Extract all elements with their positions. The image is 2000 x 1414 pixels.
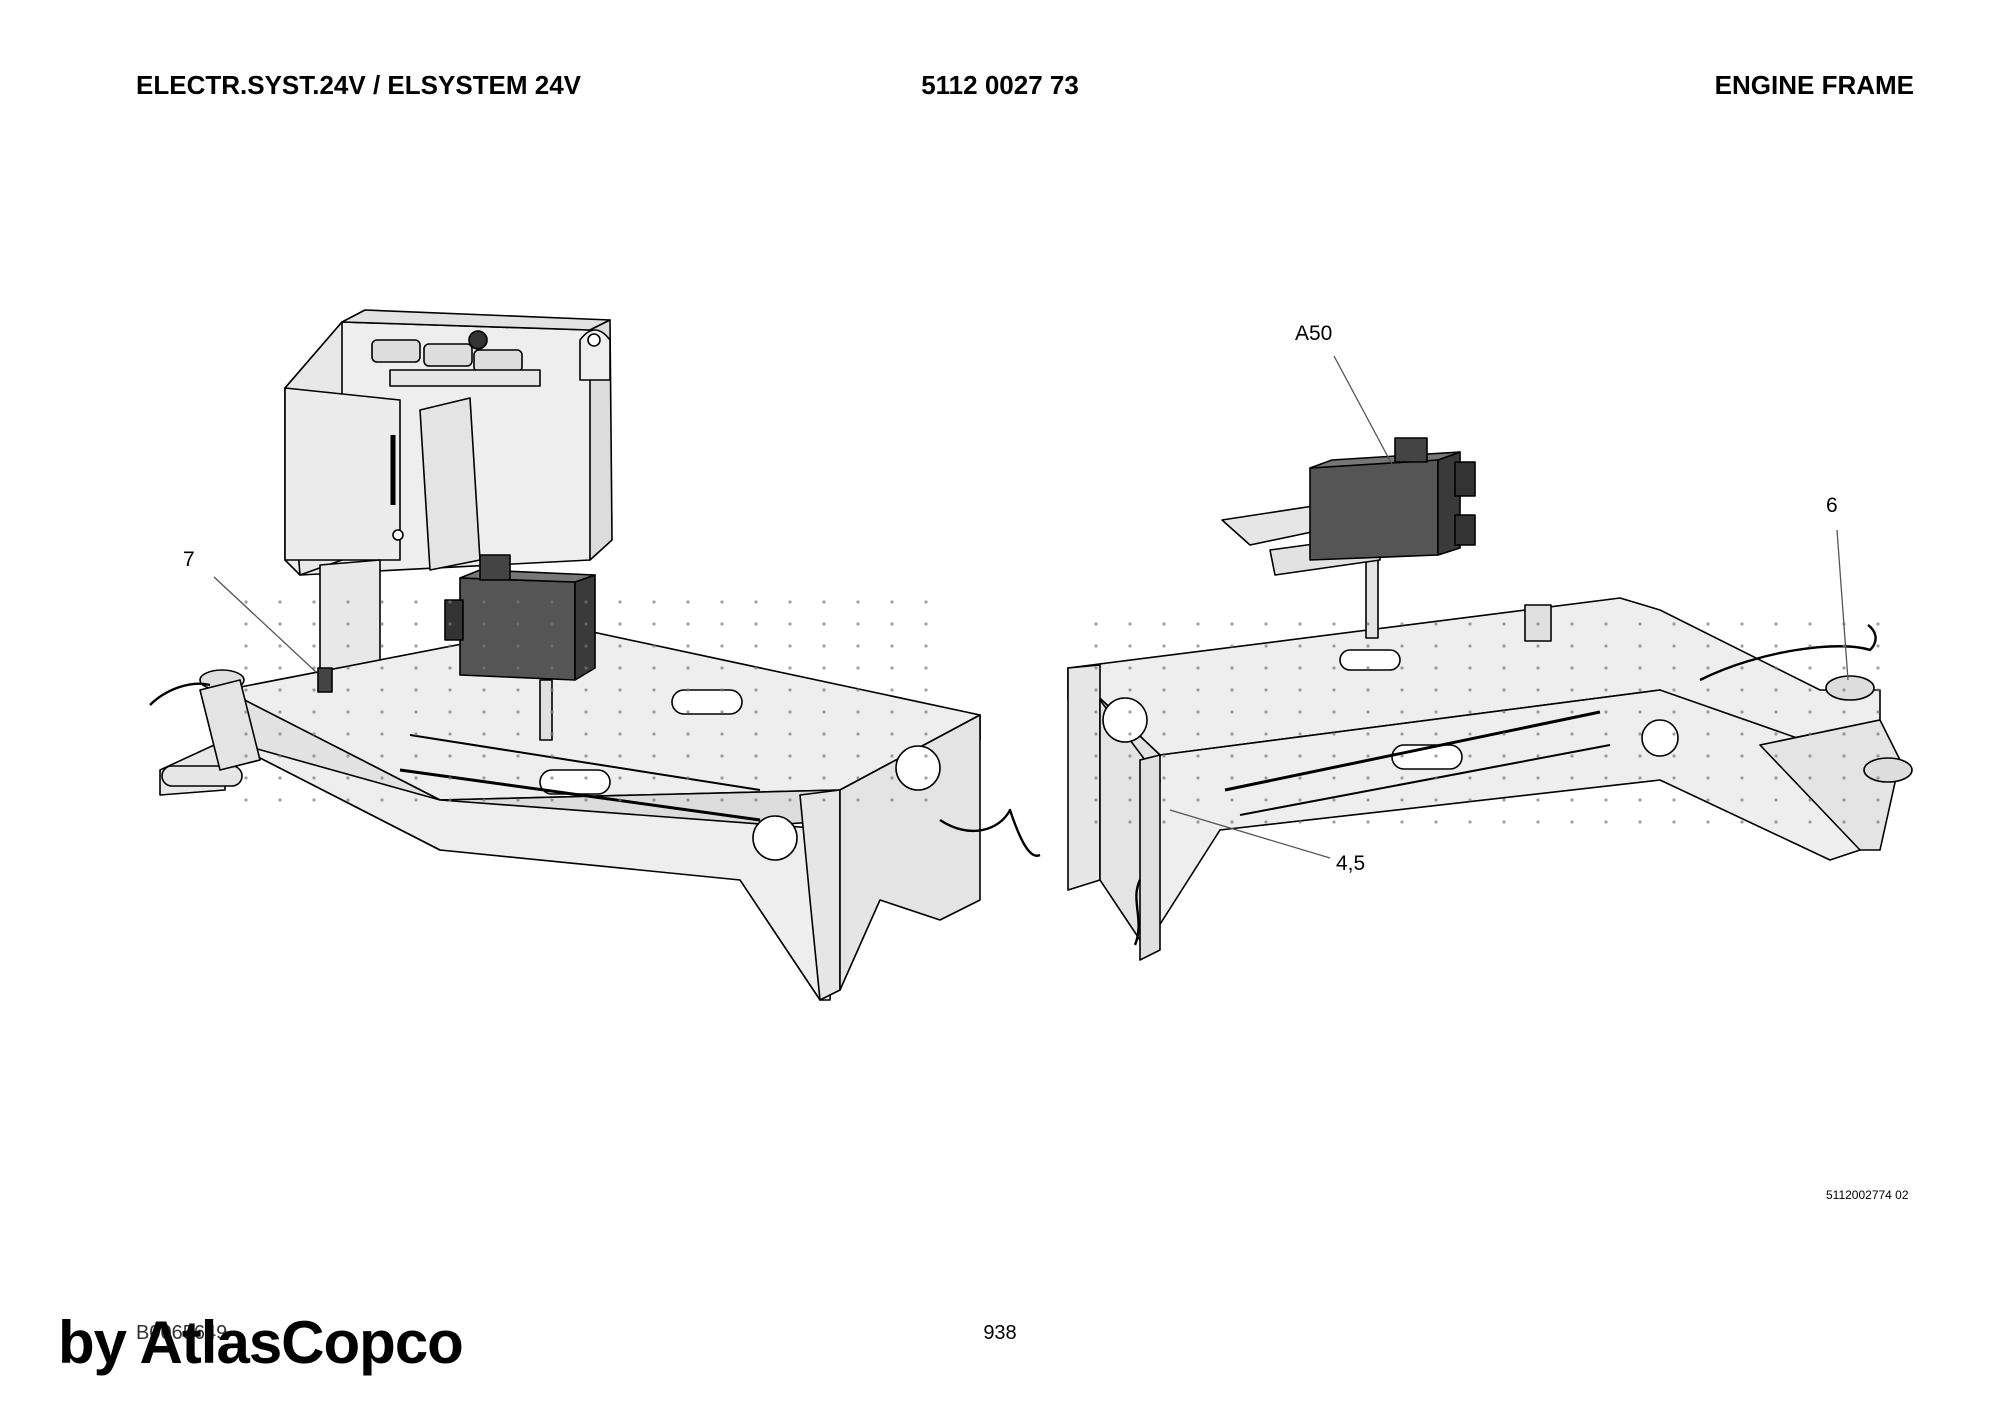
header-assembly-name: ENGINE FRAME	[1714, 70, 1914, 100]
callout-label-4-5: 4,5	[1336, 852, 1365, 875]
right-frame-hole-pattern	[1080, 620, 1880, 840]
header-system-title: ELECTR.SYST.24V / ELSYSTEM 24V	[136, 70, 582, 100]
leader-4-5	[1169, 809, 1331, 859]
callout-leaders	[213, 355, 1849, 859]
atlascopco-watermark: by AtlasCopco	[58, 1309, 464, 1376]
page-number: 938	[983, 1322, 1017, 1344]
leader-a50	[1333, 355, 1396, 471]
callout-label-7: 7	[183, 548, 195, 571]
header-part-number: 5112 0027 73	[921, 70, 1079, 100]
leader-6	[1836, 529, 1849, 681]
leader-7	[213, 576, 317, 673]
callout-label-6: 6	[1826, 494, 1838, 517]
callout-label-a50: A50	[1295, 322, 1332, 345]
left-frame-hole-pattern	[240, 600, 940, 820]
drawing-reference-number: 5112002774 02	[1826, 1188, 1909, 1202]
document-code: B0065649	[136, 1322, 228, 1344]
